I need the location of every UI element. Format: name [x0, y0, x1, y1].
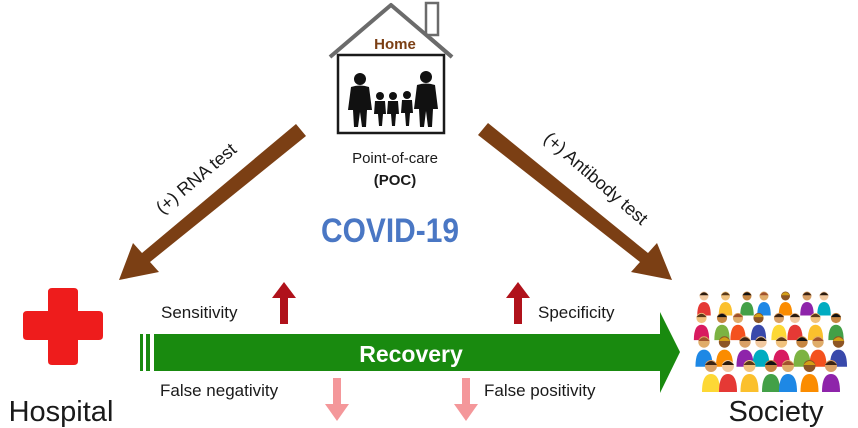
crowd-person-hair	[743, 361, 756, 365]
crowd-person-hair	[742, 292, 752, 296]
crowd-person-hair	[755, 337, 767, 342]
crowd-person-body	[693, 324, 710, 341]
crowd-person-body	[779, 374, 797, 392]
specificity-label: Specificity	[538, 303, 615, 322]
crowd-person-body	[800, 302, 814, 316]
crowd-person-body	[800, 374, 819, 392]
crowd-person-hair	[721, 292, 730, 296]
crowd-person-hair	[819, 292, 829, 296]
crowd-person-body	[740, 302, 754, 316]
false-negativity-label: False negativity	[160, 381, 279, 400]
society-label: Society	[728, 396, 824, 428]
crowd-person-body	[702, 374, 720, 392]
crowd-person-body	[718, 302, 733, 316]
crowd-person-body	[817, 302, 831, 316]
crowd-person-hair	[803, 361, 816, 365]
crowd-person-body	[828, 324, 844, 341]
covid-title: COVID-19	[321, 211, 459, 249]
crowd-person-hair	[802, 292, 812, 296]
crowd-person-body	[697, 302, 711, 316]
crowd-person-hair	[832, 337, 845, 342]
crowd-person-hair	[773, 313, 785, 318]
rna-test-label: (+) RNA test	[152, 139, 240, 218]
rna-test-arrow	[119, 124, 306, 280]
crowd-person-hair	[781, 292, 790, 296]
crowd-person-hair	[825, 361, 837, 365]
recovery-arrow	[140, 312, 680, 393]
antibody-test-arrow	[478, 123, 672, 280]
crowd-person-hair	[705, 361, 717, 365]
hospital-label: Hospital	[9, 396, 114, 428]
hospital-cross-icon	[23, 288, 103, 365]
crowd-person-hair	[716, 313, 728, 318]
crowd-person-hair	[722, 361, 734, 365]
crowd-person-body	[740, 374, 759, 392]
crowd-person-hair	[696, 313, 707, 318]
crowd-person-hair	[718, 337, 731, 342]
crowd-person-body	[752, 349, 770, 367]
crowd-person-body	[762, 374, 780, 392]
crowd-person-body	[778, 302, 793, 316]
family-icon	[348, 71, 438, 127]
false-positivity-down-arrow-icon	[454, 378, 478, 421]
crowd-person-hair	[789, 313, 801, 318]
crowd-person-hair	[753, 313, 764, 318]
false-positivity-label: False positivity	[484, 381, 596, 400]
specificity-up-arrow-icon	[506, 282, 530, 324]
false-negativity-down-arrow-icon	[325, 378, 349, 421]
poc-abbr: (POC)	[374, 172, 417, 189]
crowd-person-hair	[810, 313, 821, 318]
crowd-person-hair	[775, 337, 788, 342]
crowd-person-body	[719, 374, 737, 392]
recovery-label: Recovery	[359, 341, 463, 367]
crowd-person-hair	[782, 361, 794, 365]
crowd-person-body	[822, 374, 840, 392]
crowd-person-body	[714, 324, 730, 341]
crowd-person-body	[757, 302, 771, 316]
home-label: Home	[374, 36, 416, 53]
crowd-person-hair	[812, 337, 824, 342]
sensitivity-up-arrow-icon	[272, 282, 296, 324]
crowd-person-hair	[759, 292, 769, 296]
crowd-icon	[693, 291, 848, 392]
crowd-person-body	[787, 324, 803, 341]
sensitivity-label: Sensitivity	[161, 303, 238, 322]
crowd-person-hair	[699, 292, 709, 296]
crowd-person-hair	[732, 313, 744, 318]
crowd-person-body	[771, 324, 787, 341]
crowd-person-hair	[796, 337, 808, 342]
crowd-person-hair	[698, 337, 710, 342]
crowd-person-hair	[765, 361, 777, 365]
crowd-person-hair	[830, 313, 842, 318]
crowd-person-hair	[739, 337, 751, 342]
poc-subtitle: Point-of-care	[352, 150, 438, 167]
crowd-person-body	[730, 324, 746, 341]
crowd-person-body	[750, 324, 767, 341]
crowd-person-body	[807, 324, 824, 341]
